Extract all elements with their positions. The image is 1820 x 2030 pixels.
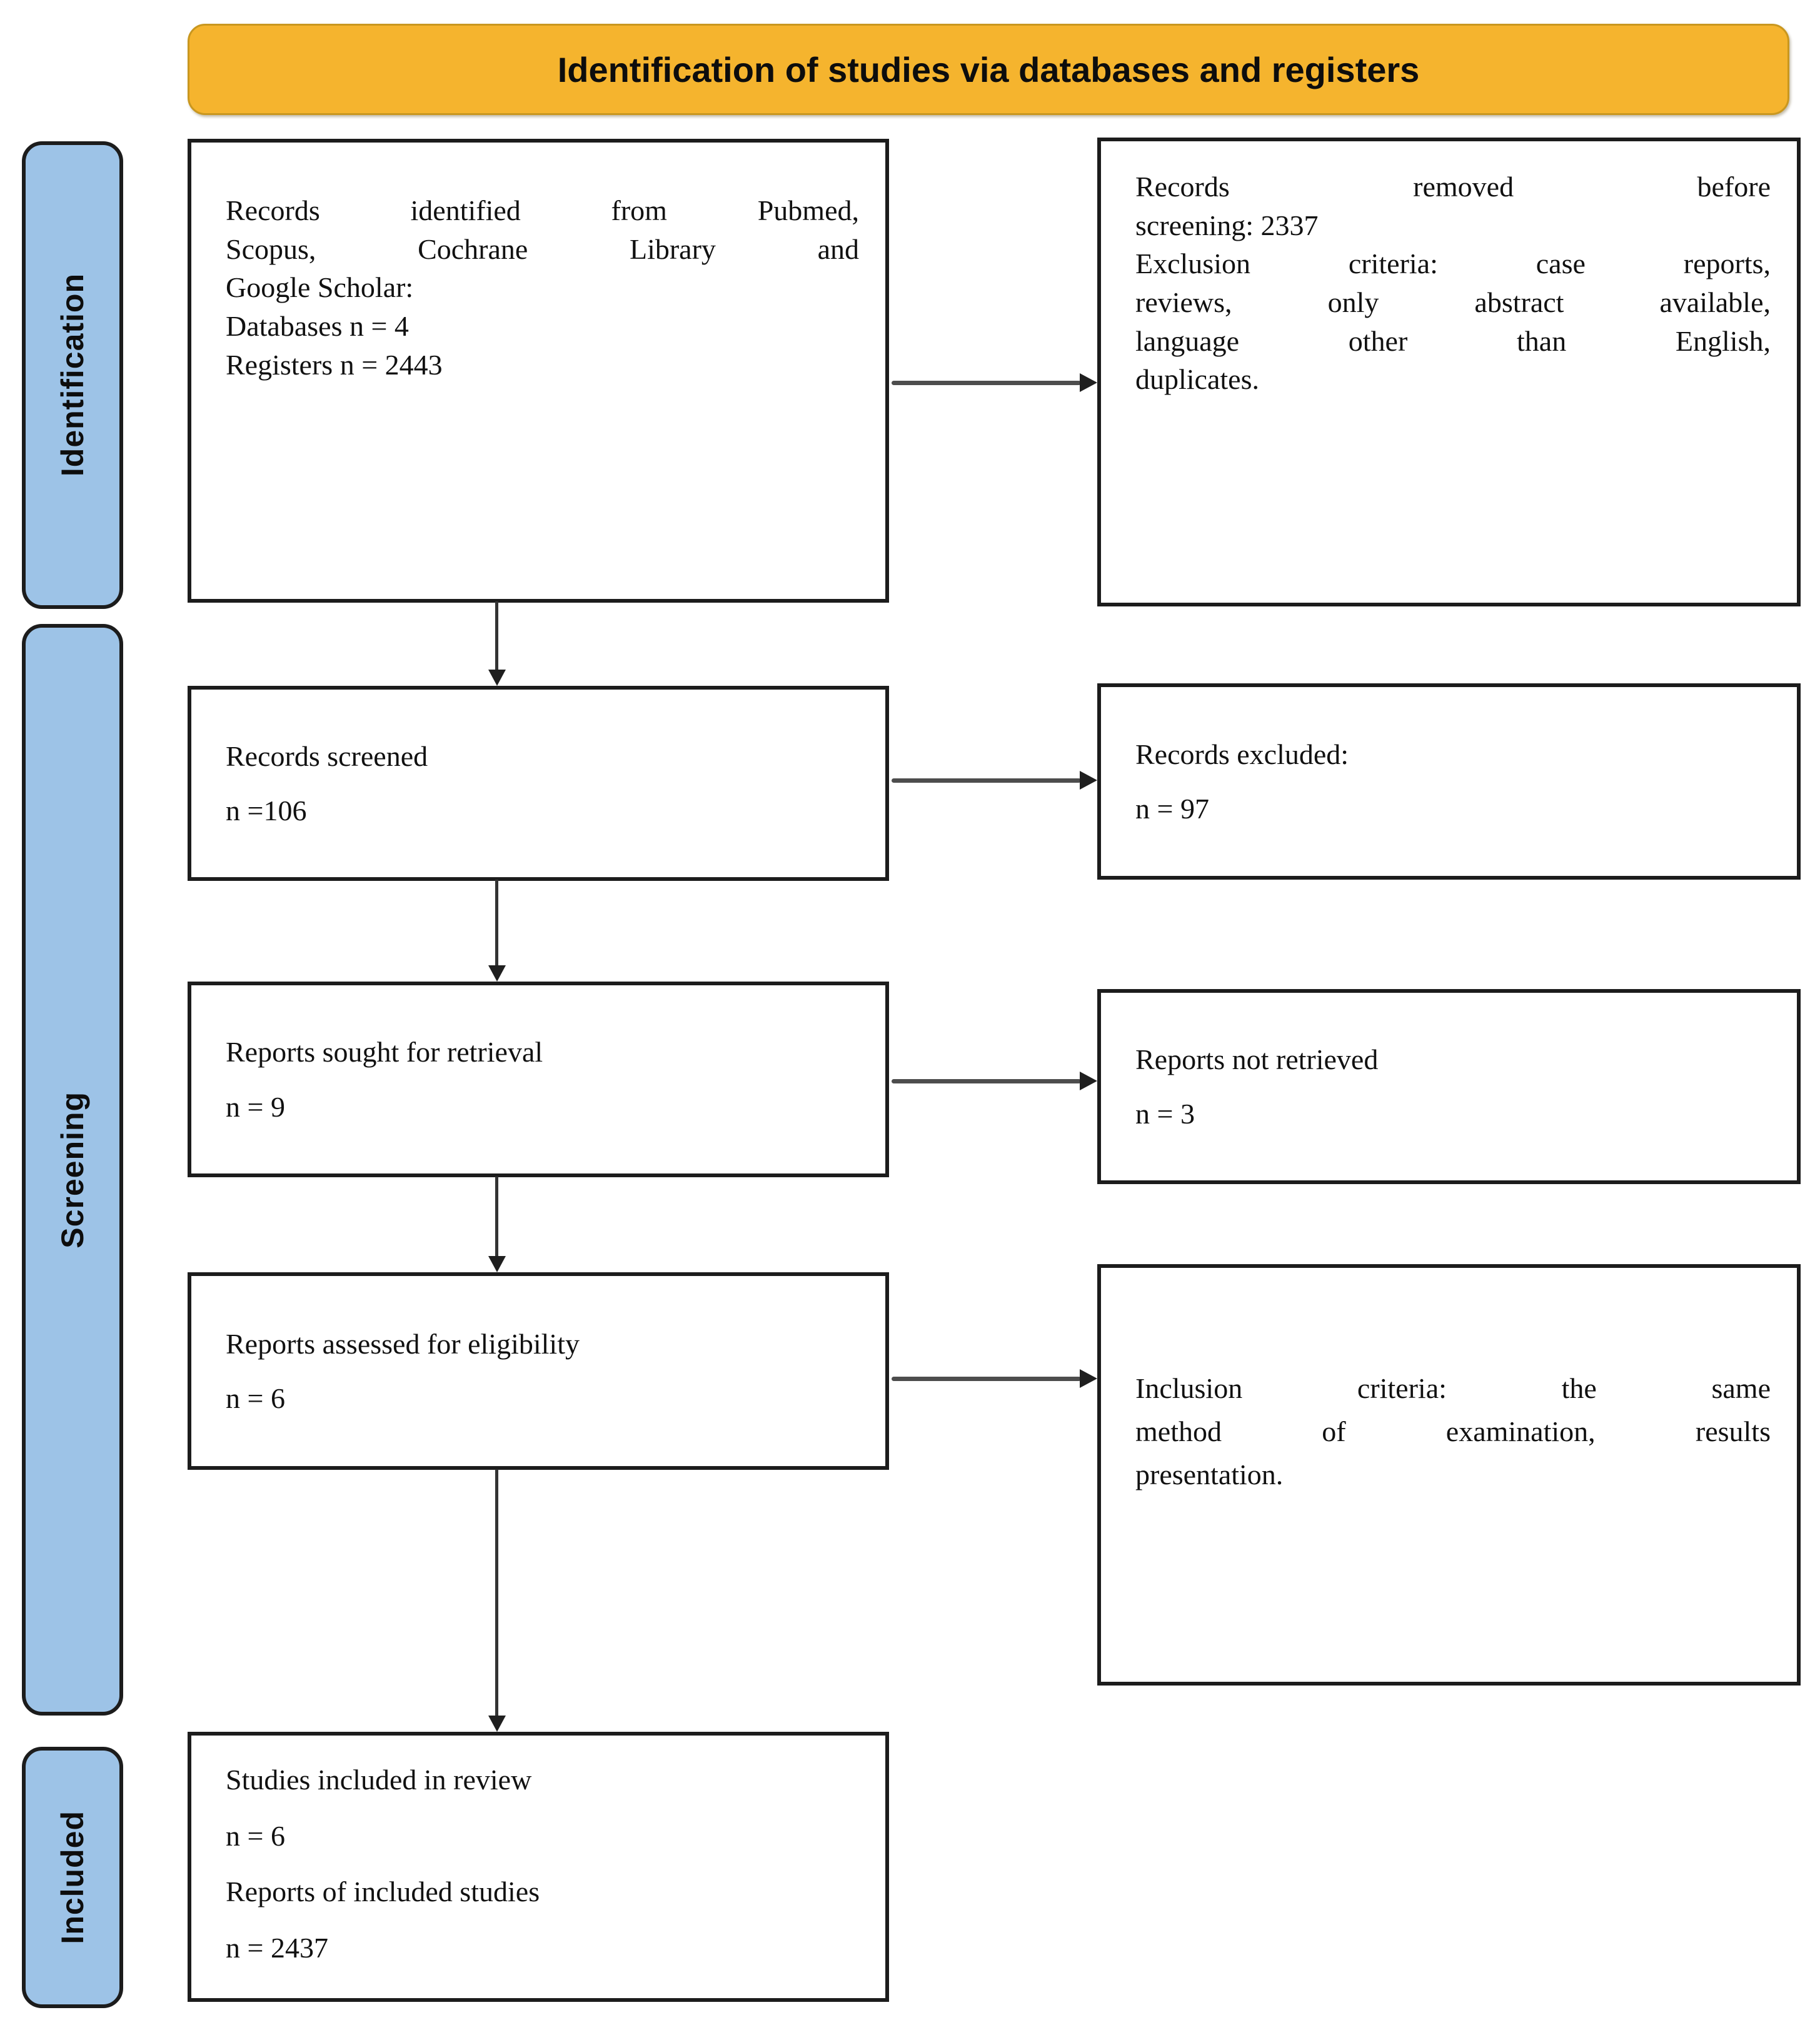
text-line: Records removed before: [1135, 171, 1771, 203]
text-line: language other than English,: [1135, 324, 1771, 357]
box-inclusion-criteria: Inclusion criteria: the same method of ex…: [1097, 1264, 1801, 1686]
text-line: Registers n = 2443: [226, 348, 443, 381]
text-line: Records excluded:: [1135, 738, 1349, 770]
stage-label-included: Included: [22, 1747, 123, 2008]
text-line: n = 6: [226, 1819, 285, 1852]
text-line: n = 6: [226, 1382, 285, 1414]
arrow-down-3-line: [495, 1177, 498, 1257]
text-line: screening: 2337: [1135, 209, 1319, 241]
arrow-down-4-line: [495, 1469, 498, 1717]
text-line: n = 2437: [226, 1932, 328, 1964]
stage-label-screening-text: Screening: [55, 1091, 90, 1249]
box-records-screened: Records screened n =106: [188, 686, 889, 881]
arrowhead-right-icon: [1080, 771, 1097, 790]
text-line: n = 9: [226, 1090, 285, 1123]
arrowhead-right-icon: [1080, 373, 1097, 392]
arrowhead-down-icon: [488, 1716, 506, 1732]
arrowhead-down-icon: [488, 1256, 506, 1272]
box-records-identified: Records identified from Pubmed, Scopus, C…: [188, 139, 889, 603]
text-line: Inclusion criteria: the same: [1135, 1372, 1771, 1404]
box-studies-included-in-review: Studies included in review n = 6 Reports o…: [188, 1732, 889, 2002]
arrow-right-4-line: [892, 1377, 1081, 1381]
text-line: n = 97: [1135, 793, 1209, 825]
banner-title: Identification of studies via databases …: [557, 49, 1420, 89]
stage-label-identification: Identification: [22, 141, 123, 609]
box-records-excluded: Records excluded: n = 97: [1097, 683, 1801, 880]
stage-label-screening: Screening: [22, 624, 123, 1716]
text-line: Reports not retrieved: [1135, 1043, 1379, 1075]
banner: Identification of studies via databases …: [188, 24, 1789, 115]
text-line: Exclusion criteria: case reports,: [1135, 248, 1771, 280]
box-reports-not-retrieved: Reports not retrieved n = 3: [1097, 989, 1801, 1184]
text-line: presentation.: [1135, 1459, 1284, 1490]
text-line: Records identified from Pubmed,: [226, 194, 859, 226]
arrowhead-down-icon: [488, 670, 506, 686]
text-line: Scopus, Cochrane Library and: [226, 233, 859, 265]
arrowhead-right-icon: [1080, 1369, 1097, 1388]
arrow-right-3-line: [892, 1079, 1081, 1083]
arrow-right-1-line: [892, 381, 1081, 385]
text-line: Reports sought for retrieval: [226, 1036, 543, 1068]
text-line: duplicates.: [1135, 363, 1259, 396]
text-line: Reports assessed for eligibility: [226, 1327, 580, 1360]
stage-label-included-text: Included: [55, 1811, 90, 1944]
text-line: Records screened: [226, 740, 428, 772]
text-line: method of examination, results: [1135, 1415, 1771, 1447]
arrow-down-2-line: [495, 880, 498, 967]
text-line: Studies included in review: [226, 1764, 532, 1796]
box-reports-sought-for-retrieval: Reports sought for retrieval n = 9: [188, 982, 889, 1177]
text-line: Reports of included studies: [226, 1876, 540, 1908]
text-line: Google Scholar:: [226, 271, 414, 304]
arrowhead-right-icon: [1080, 1072, 1097, 1090]
text-line: reviews, only abstract available,: [1135, 286, 1771, 318]
text-line: n =106: [226, 795, 307, 827]
arrow-right-2-line: [892, 778, 1081, 783]
box-reports-assessed-for-eligibility: Reports assessed for eligibility n = 6: [188, 1272, 889, 1470]
arrow-down-1-line: [495, 601, 498, 671]
text-line: n = 3: [1135, 1098, 1195, 1130]
stage-label-identification-text: Identification: [55, 273, 90, 477]
text-line: Databases n = 4: [226, 309, 409, 342]
arrowhead-down-icon: [488, 965, 506, 982]
